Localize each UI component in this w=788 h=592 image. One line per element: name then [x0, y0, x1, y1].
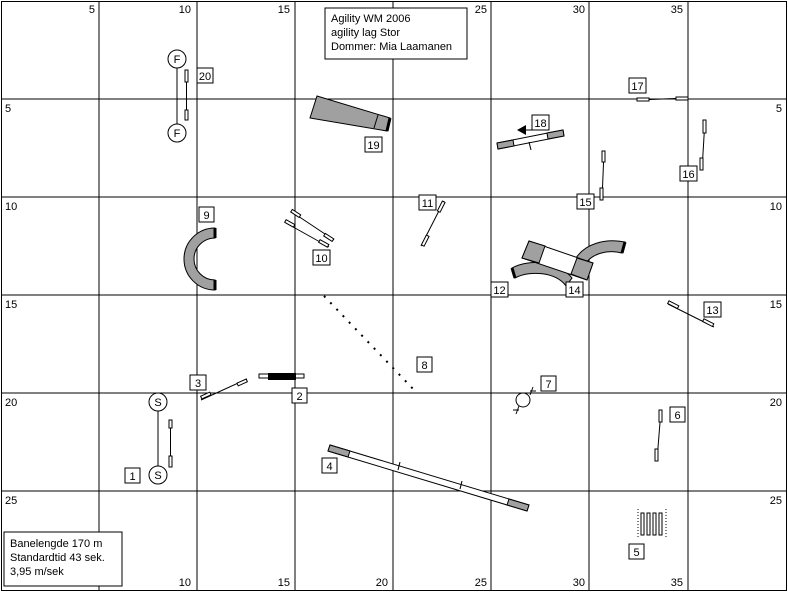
obstacle-label-19: 19 [364, 136, 383, 153]
svg-text:4: 4 [326, 461, 332, 473]
obstacle-8-dotted-line [323, 295, 418, 394]
obstacle-10-hurdle [283, 208, 335, 248]
svg-text:2: 2 [296, 391, 302, 403]
svg-text:9: 9 [203, 210, 209, 222]
obstacle-16-hurdle [699, 119, 707, 171]
svg-text:5: 5 [633, 547, 639, 559]
grid-label-left: 20 [5, 397, 17, 409]
grid-label-left: 5 [5, 103, 11, 115]
svg-text:3: 3 [195, 378, 201, 390]
obstacle-label-1: 1 [124, 467, 141, 484]
grid-label-top: 30 [573, 4, 585, 16]
start-letter: S [154, 470, 161, 482]
obstacle-label-6: 6 [669, 406, 686, 423]
top-grid-labels: 5 10 15 25 30 35 [89, 4, 683, 16]
header-line: agility lag Stor [331, 27, 400, 39]
grid-label-right: 10 [770, 201, 782, 213]
obstacle-label-15: 15 [576, 193, 595, 210]
info-line: 3,95 m/sek [10, 566, 64, 578]
grid-label-top: 10 [179, 4, 191, 16]
obstacle-11-hurdle [420, 200, 446, 247]
obstacle-13-hurdle [666, 300, 715, 328]
obstacle-7-tire [513, 386, 536, 415]
obstacle-9-tunnel [183, 227, 217, 291]
obstacle-label-3: 3 [189, 374, 207, 391]
obstacle-label-20: 20 [196, 67, 214, 84]
grid-label-bottom: 20 [376, 577, 388, 589]
grid-label-right: 15 [770, 299, 782, 311]
svg-text:13: 13 [706, 305, 718, 317]
obstacle-label-2: 2 [291, 387, 308, 404]
finish-letter: F [174, 128, 181, 140]
obstacle-17-hurdle [636, 96, 689, 102]
grid-label-right: 25 [770, 495, 782, 507]
obstacle-label-14: 14 [565, 281, 584, 298]
obstacle-label-4: 4 [321, 457, 338, 474]
grid-label-right: 20 [770, 397, 782, 409]
obstacle-label-8: 8 [416, 356, 433, 373]
obstacle-4-dogwalk [327, 444, 530, 512]
svg-text:10: 10 [315, 253, 327, 265]
header-line: Agility WM 2006 [331, 13, 410, 25]
grid-label-bottom: 15 [278, 577, 290, 589]
obstacle-label-11: 11 [418, 194, 437, 211]
grid-label-right: 5 [776, 103, 782, 115]
obstacle-label-13: 13 [703, 301, 722, 318]
obstacle-6-hurdle [654, 409, 663, 462]
svg-text:8: 8 [421, 360, 427, 372]
start-marker: S S [148, 392, 173, 485]
course-info-box: Banelengde 170 m Standardtid 43 sek. 3,9… [3, 531, 123, 587]
obstacle-label-18: 18 [531, 114, 550, 131]
left-grid-labels: 5 10 15 20 25 [5, 103, 17, 507]
grid-label-left: 15 [5, 299, 17, 311]
grid-label-top: 25 [475, 4, 487, 16]
grid-label-left: 10 [5, 201, 17, 213]
obstacle-15-hurdle [599, 150, 606, 201]
obstacle-5-weave [637, 509, 667, 538]
info-line: Standardtid 43 sek. [10, 552, 105, 564]
obstacle-label-10: 10 [312, 249, 331, 266]
obstacle-3-hurdle [199, 378, 249, 401]
svg-text:6: 6 [674, 410, 680, 422]
svg-text:18: 18 [534, 118, 546, 130]
svg-text:19: 19 [367, 140, 379, 152]
svg-text:7: 7 [545, 379, 551, 391]
obstacle-label-7: 7 [540, 375, 557, 392]
grid-label-left: 25 [5, 495, 17, 507]
grid-label-top: 5 [89, 4, 95, 16]
obstacle-19-tunnel [309, 95, 392, 132]
bottom-grid-labels: 10 15 20 25 30 35 [179, 577, 683, 589]
grid-label-bottom: 35 [671, 577, 683, 589]
obstacle-label-12: 12 [490, 281, 509, 298]
svg-text:16: 16 [682, 169, 694, 181]
grid-label-bottom: 30 [573, 577, 585, 589]
obstacle-18-seesaw [496, 125, 565, 151]
obstacle-label-9: 9 [198, 206, 215, 223]
course-header-box: Agility WM 2006 agility lag Stor Dommer:… [324, 7, 468, 60]
grid-label-bottom: 10 [179, 577, 191, 589]
svg-text:14: 14 [568, 285, 580, 297]
finish-letter: F [174, 54, 181, 66]
obstacle-label-17: 17 [628, 77, 647, 94]
svg-text:12: 12 [493, 285, 505, 297]
svg-text:17: 17 [631, 81, 643, 93]
info-line: Banelengde 170 m [10, 538, 102, 550]
svg-text:11: 11 [422, 198, 433, 210]
grid-label-bottom: 25 [475, 577, 487, 589]
start-letter: S [154, 397, 161, 409]
finish-marker: F F [167, 49, 189, 143]
obstacle-label-16: 16 [679, 165, 698, 182]
grid-label-top: 15 [278, 4, 290, 16]
obstacle-2-hurdle [258, 373, 305, 380]
svg-text:1: 1 [129, 471, 135, 483]
obstacle-13-table [521, 240, 594, 281]
obstacle-label-5: 5 [628, 543, 645, 560]
svg-text:20: 20 [199, 71, 211, 83]
grid-label-top: 35 [671, 4, 683, 16]
svg-text:15: 15 [579, 197, 591, 209]
header-line: Dommer: Mia Laamanen [331, 41, 452, 53]
right-grid-labels: 5 10 15 20 25 [770, 103, 782, 507]
